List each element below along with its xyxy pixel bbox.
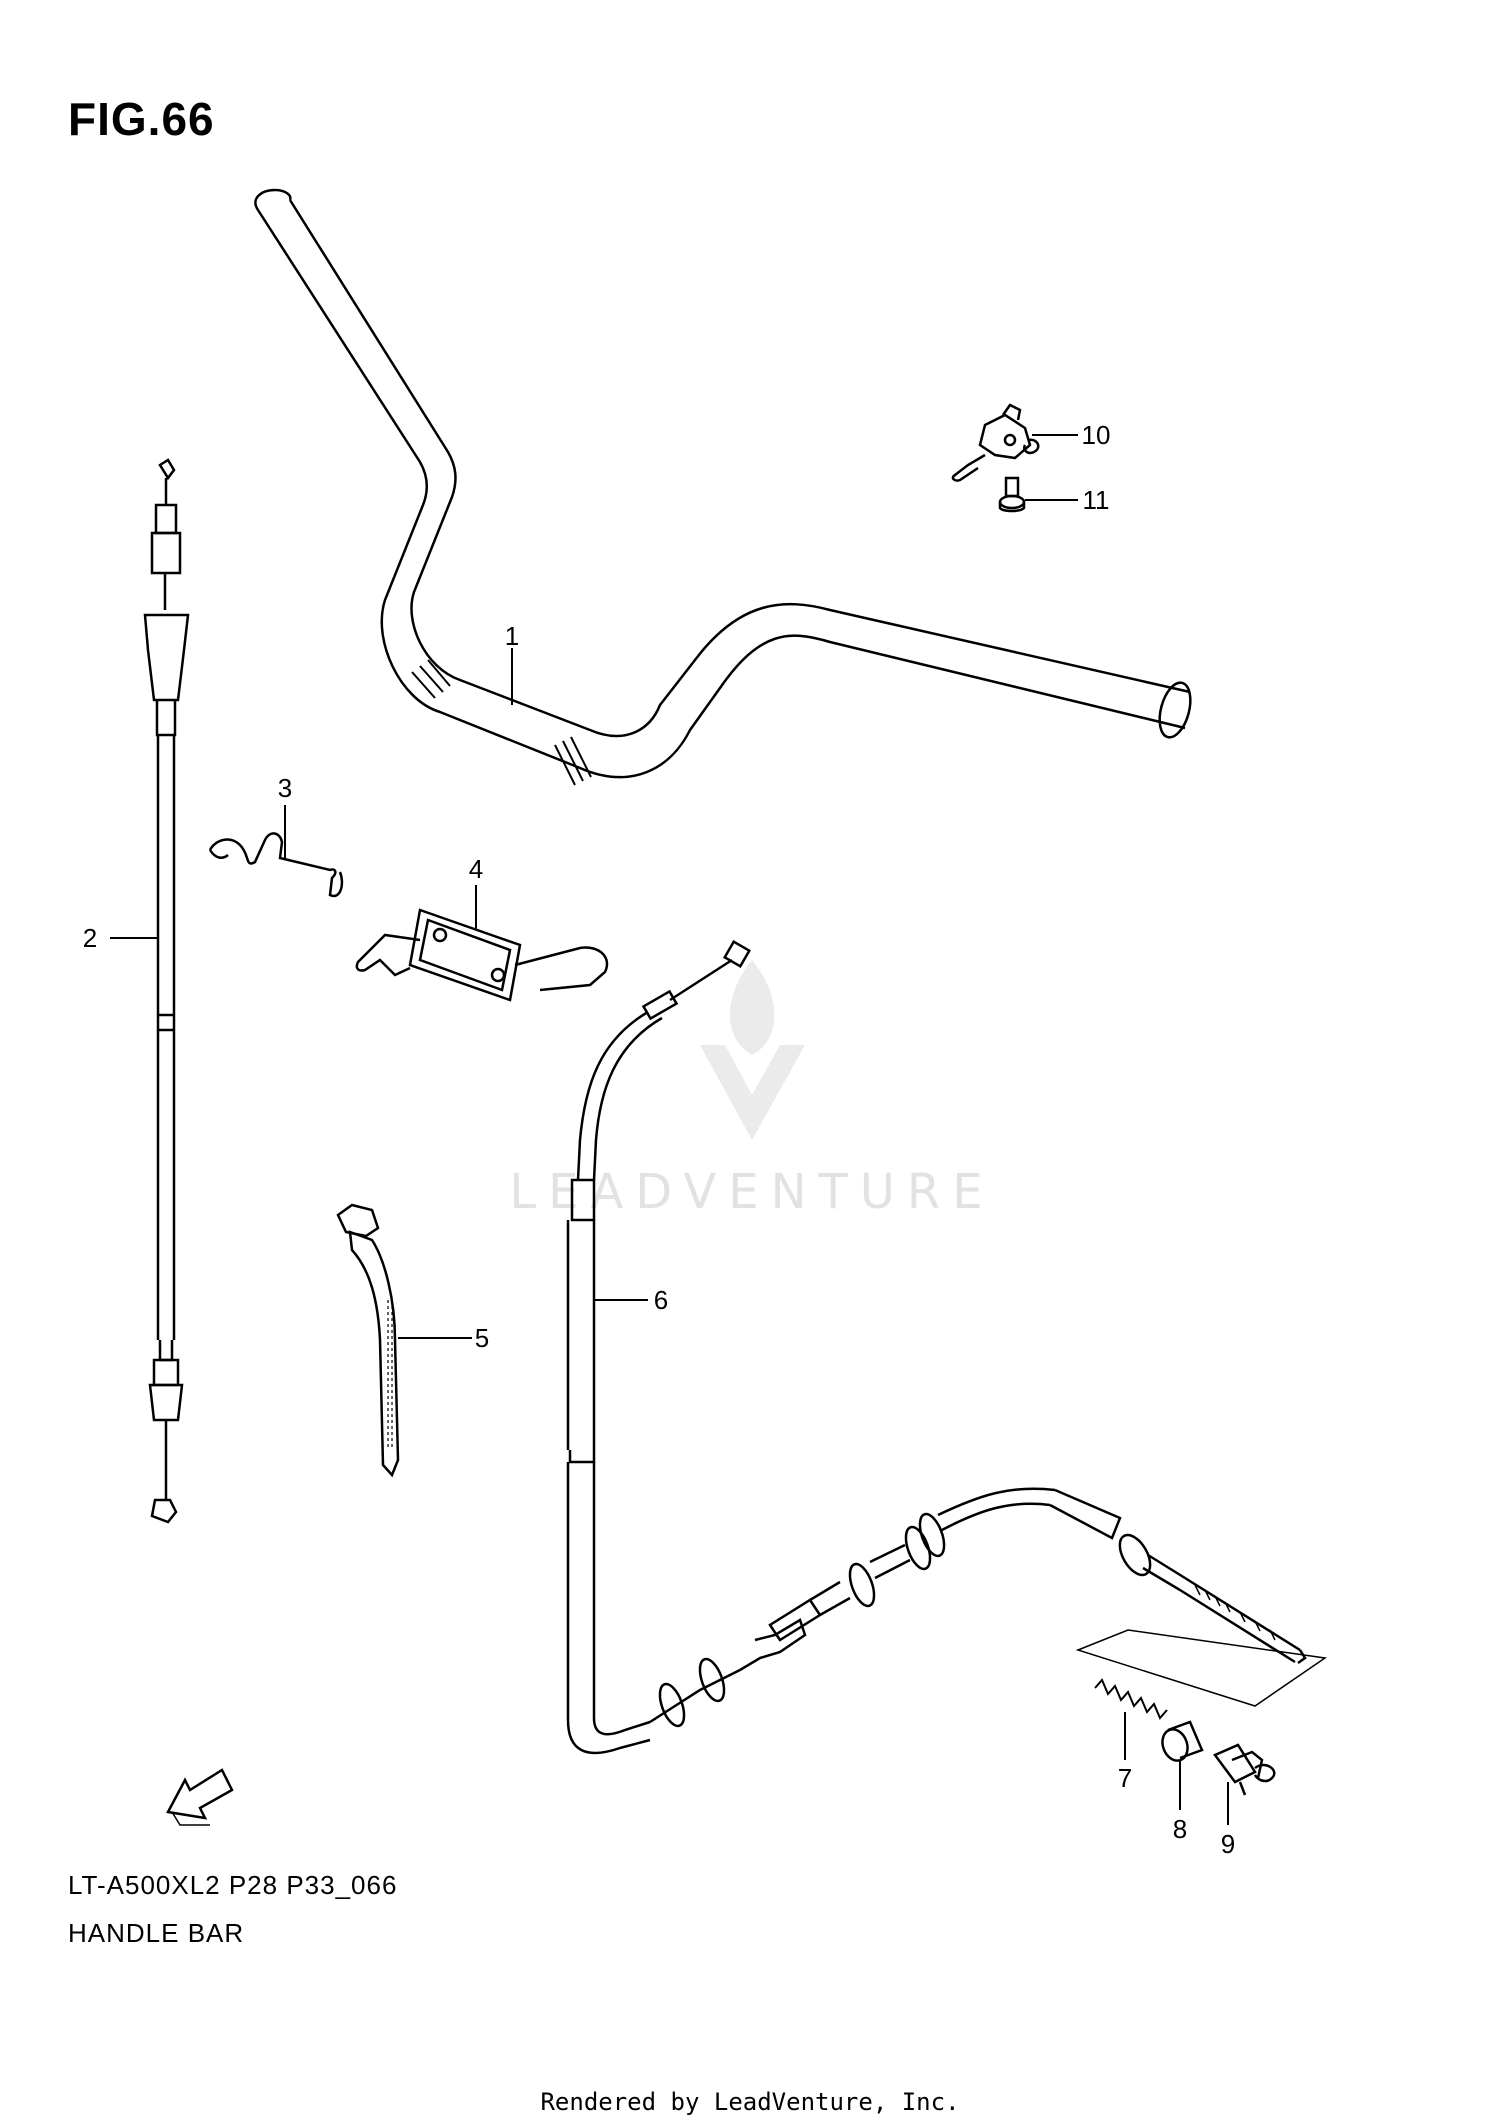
part-label-4: 4 [469,854,483,884]
fwd-arrow-icon [166,1768,234,1826]
part-label-8: 8 [1173,1814,1187,1844]
part-label-11: 11 [1083,485,1110,515]
assembly-outline [1075,1629,1328,1707]
watermark-text: LEADVENTURE [509,1164,994,1220]
model-code: LT-A500XL2 P28 P33_066 [68,1870,398,1900]
cable-tie-part[interactable] [336,1203,400,1478]
leadventure-logo-icon [700,960,805,1140]
figure-title: FIG.66 [68,93,215,145]
cable-2-part[interactable] [566,939,1307,1755]
part-label-9: 9 [1221,1829,1235,1859]
spring-clip-part[interactable] [208,832,344,898]
spring-part[interactable] [1094,1678,1168,1720]
render-credit: Rendered by LeadVenture, Inc. [540,2088,960,2116]
part-label-10: 10 [1082,420,1111,450]
part-label-2: 2 [83,923,97,953]
cable-guide-clamp-part[interactable] [355,908,609,1002]
cable-1-part[interactable] [143,458,190,1524]
section-name: HANDLE BAR [68,1918,245,1948]
cable-end-part[interactable] [1213,1743,1276,1796]
screw-part[interactable] [998,476,1026,513]
collar-part[interactable] [1158,1720,1204,1764]
part-label-1: 1 [505,621,519,651]
leader-lines [110,434,1229,1825]
part-label-7: 7 [1118,1763,1132,1793]
handle-bar-part[interactable] [254,188,1195,786]
clamp-part[interactable] [951,403,1040,482]
part-label-5: 5 [475,1323,489,1353]
part-label-6: 6 [654,1285,668,1315]
part-labels: 1 2 3 4 5 6 7 8 9 10 11 [83,420,1235,1859]
watermark: LEADVENTURE [509,960,994,1220]
part-label-3: 3 [278,773,292,803]
